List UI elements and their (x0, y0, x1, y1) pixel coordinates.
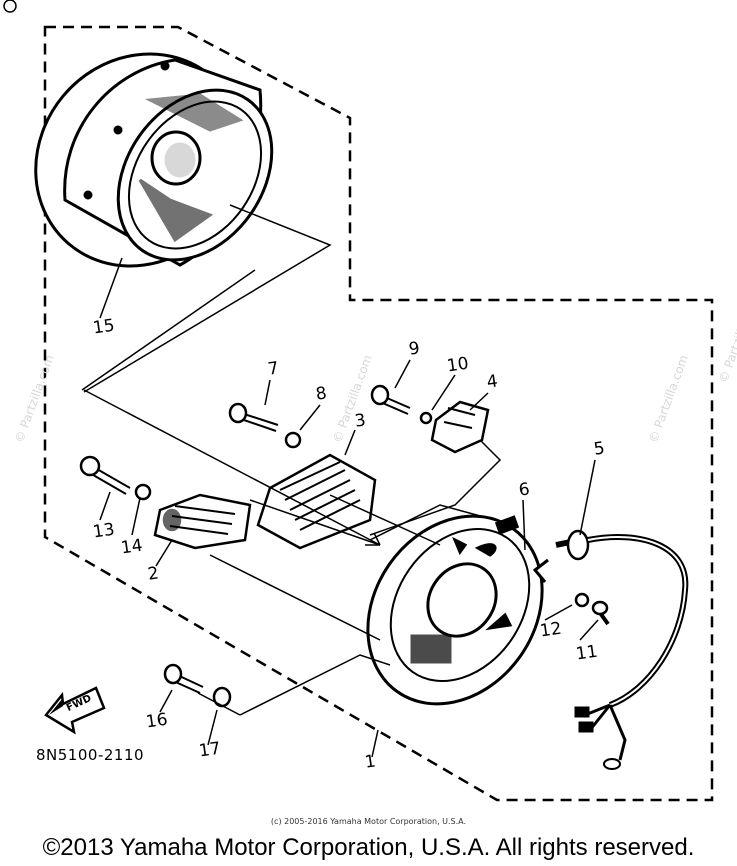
assembly-boundary (43, 25, 714, 802)
callout-9: 9 (407, 338, 422, 360)
stator-base-plate (366, 514, 544, 706)
flywheel-magneto (34, 52, 274, 268)
lead-wire-harness (555, 529, 689, 770)
bolts-and-washers (79, 384, 610, 708)
callout-6: 6 (517, 479, 532, 501)
callout-17: 17 (197, 738, 222, 762)
copyright-footer: ©2013 Yamaha Motor Corporation, U.S.A. A… (42, 834, 695, 861)
image-copyright-notice: (c) 2005-2016 Yamaha Motor Corporation, … (270, 817, 467, 826)
diagram-part-code: 8N5100-2110 (36, 746, 145, 764)
callout-11: 11 (574, 641, 599, 665)
callout-1: 1 (363, 751, 378, 773)
callout-3: 3 (353, 410, 368, 432)
callout-8: 8 (314, 383, 329, 405)
callout-7: 7 (266, 358, 281, 380)
callout-13: 13 (91, 519, 116, 543)
callout-4: 4 (485, 371, 500, 393)
callout-10: 10 (445, 353, 470, 377)
source-coil (256, 453, 377, 550)
callout-5: 5 (592, 438, 607, 460)
corner-copyright-mark-icon (3, 0, 17, 13)
forward-direction-arrow-icon (44, 686, 106, 735)
callout-14: 14 (119, 535, 144, 559)
callout-12: 12 (538, 618, 563, 642)
callout-2: 2 (146, 563, 161, 585)
lighting-coil (430, 400, 490, 454)
pulser-coil (153, 493, 252, 550)
leader-lines (81, 204, 599, 758)
callout-15: 15 (91, 315, 116, 339)
callout-16: 16 (144, 709, 169, 733)
